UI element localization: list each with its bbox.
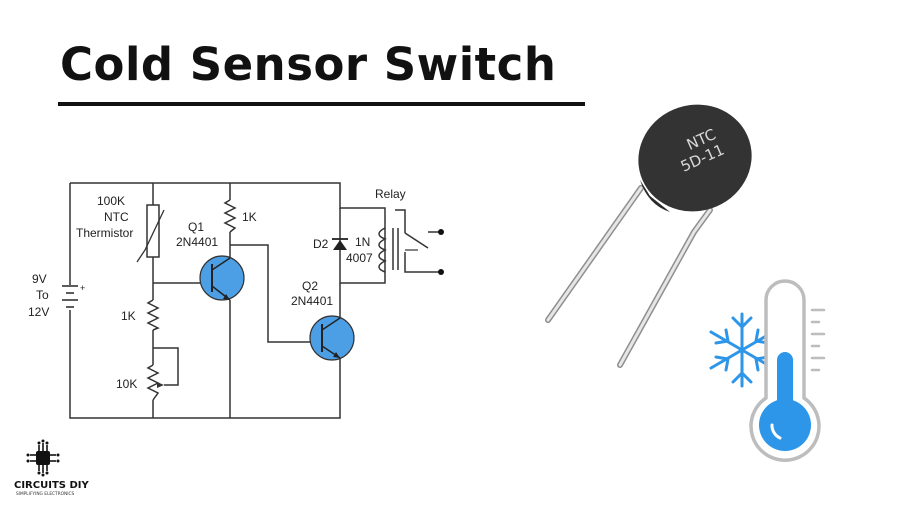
relay-symbol	[378, 209, 444, 275]
q2-base-wire	[230, 244, 315, 343]
ntc-thermistor-illustration: NTC 5D-11	[545, 104, 752, 368]
q1-part-label: 2N4401	[176, 235, 218, 249]
relay-return-wire	[339, 208, 355, 284]
diode-part-label-2: 4007	[346, 251, 373, 265]
q2-label: Q2	[302, 279, 318, 293]
thermometer-icon	[749, 279, 826, 462]
bottom-rail-wire	[69, 310, 341, 419]
thermistor-label-3: Thermistor	[76, 226, 133, 240]
svg-text:+: +	[80, 283, 85, 293]
logo-tagline: SIMPLIFYING ELECTRONICS	[16, 491, 75, 497]
battery-symbol: +	[62, 283, 85, 308]
logo-name: CIRCUITS DIY	[14, 480, 89, 491]
diode-symbol	[332, 238, 348, 250]
q1-label: Q1	[188, 220, 204, 234]
circuit-schematic: +	[28, 182, 444, 419]
collector-resistor-label: 1K	[242, 210, 257, 224]
snowflake-icon	[709, 312, 775, 388]
supply-label-1: 9V	[32, 272, 47, 286]
ntc-thermistor-symbol	[136, 204, 165, 263]
pot-wiper-wire	[153, 347, 179, 386]
supply-label-3: 12V	[28, 305, 49, 319]
bias-resistor-symbol	[146, 299, 160, 331]
thermistor-label-2: NTC	[104, 210, 129, 224]
transistor-q1	[199, 255, 245, 301]
chip-icon	[26, 439, 60, 477]
bias-resistor-label: 1K	[121, 309, 136, 323]
title-underline	[58, 102, 585, 106]
transistor-q2	[309, 315, 355, 361]
supply-label-2: To	[36, 288, 49, 302]
page-title: Cold Sensor Switch	[60, 38, 557, 91]
top-rail-wire	[70, 182, 355, 209]
q2-part-label: 2N4401	[291, 294, 333, 308]
circuits-diy-logo: CIRCUITS DIY SIMPLIFYING ELECTRONICS	[14, 439, 89, 497]
diode-part-label-1: 1N	[355, 235, 370, 249]
potentiometer-symbol	[146, 364, 164, 401]
relay-terminal-no	[438, 229, 444, 235]
relay-label: Relay	[375, 187, 406, 201]
relay-frame-wire	[355, 207, 386, 284]
pot-label: 10K	[116, 377, 137, 391]
diode-ref-label: D2	[313, 237, 329, 251]
relay-terminal-nc	[438, 269, 444, 275]
thermistor-label-1: 100K	[97, 194, 125, 208]
collector-resistor-symbol	[223, 199, 237, 233]
